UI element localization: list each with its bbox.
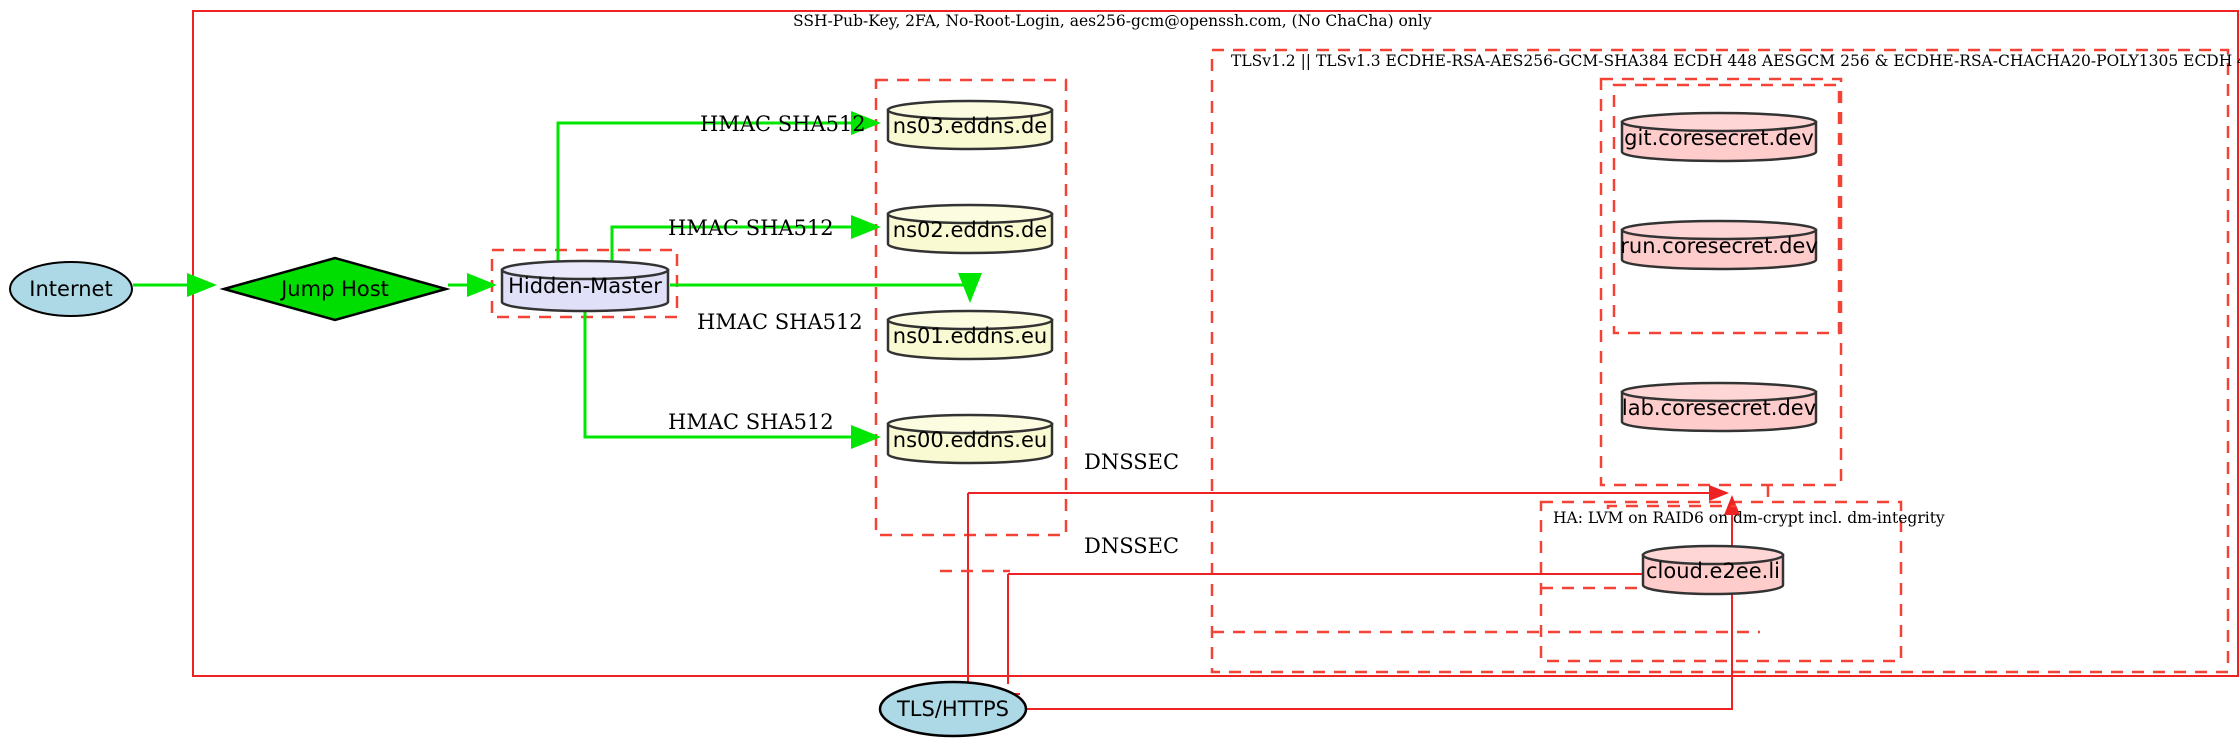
edge-ha-dashed-upper (1606, 504, 1736, 509)
shape-ns01[interactable] (886, 309, 1054, 361)
coresecret-boundary-rect (1612, 83, 1841, 335)
shape-jump-host[interactable] (219, 256, 451, 322)
tls-boundary-rect (1210, 48, 2230, 674)
edge-hiddenmaster-to-ns00 (583, 310, 881, 449)
shape-ns02[interactable] (886, 203, 1054, 255)
edge-dnssec-upper-to-coresecret (967, 493, 1020, 695)
dns-cluster-boundary-rect (874, 78, 1068, 537)
shape-ns03[interactable] (886, 99, 1054, 151)
shape-hidden-master[interactable] (500, 259, 670, 313)
edge-hiddenmaster-to-ns02 (610, 215, 881, 262)
edge-tlshttps-to-coresecret (1026, 495, 1740, 710)
shape-run[interactable] (1620, 219, 1818, 271)
ha-boundary-rect (1539, 500, 1903, 663)
edge-label-hmac-ns01: HMAC SHA512 (697, 310, 863, 334)
edge-label-hmac-ns03: HMAC SHA512 (700, 112, 866, 136)
ssh-boundary-rect (192, 10, 2239, 677)
ssh-boundary-label: SSH-Pub-Key, 2FA, No-Root-Login, aes256-… (793, 12, 1432, 30)
shape-git[interactable] (1620, 111, 1818, 163)
edge-label-hmac-ns00: HMAC SHA512 (668, 410, 834, 434)
shape-ns00[interactable] (886, 413, 1054, 465)
edge-hiddenmaster-to-ns03 (556, 111, 881, 262)
edge-label-dnssec-lower: DNSSEC (1084, 534, 1180, 558)
edge-hiddenmaster-to-ns01 (670, 273, 982, 303)
edge-label-dnssec-upper: DNSSEC (1084, 450, 1180, 474)
shape-internet[interactable] (9, 261, 133, 317)
edge-label-hmac-ns02: HMAC SHA512 (668, 216, 834, 240)
tls-boundary-label: TLSv1.2 || TLSv1.3 ECDHE-RSA-AES256-GCM-… (1231, 52, 2240, 70)
ha-boundary-label: HA: LVM on RAID6 on dm-crypt incl. dm-in… (1553, 509, 1945, 527)
shape-lab[interactable] (1620, 381, 1818, 433)
shape-cloud[interactable] (1641, 544, 1785, 596)
shape-tls-https[interactable] (878, 680, 1028, 738)
